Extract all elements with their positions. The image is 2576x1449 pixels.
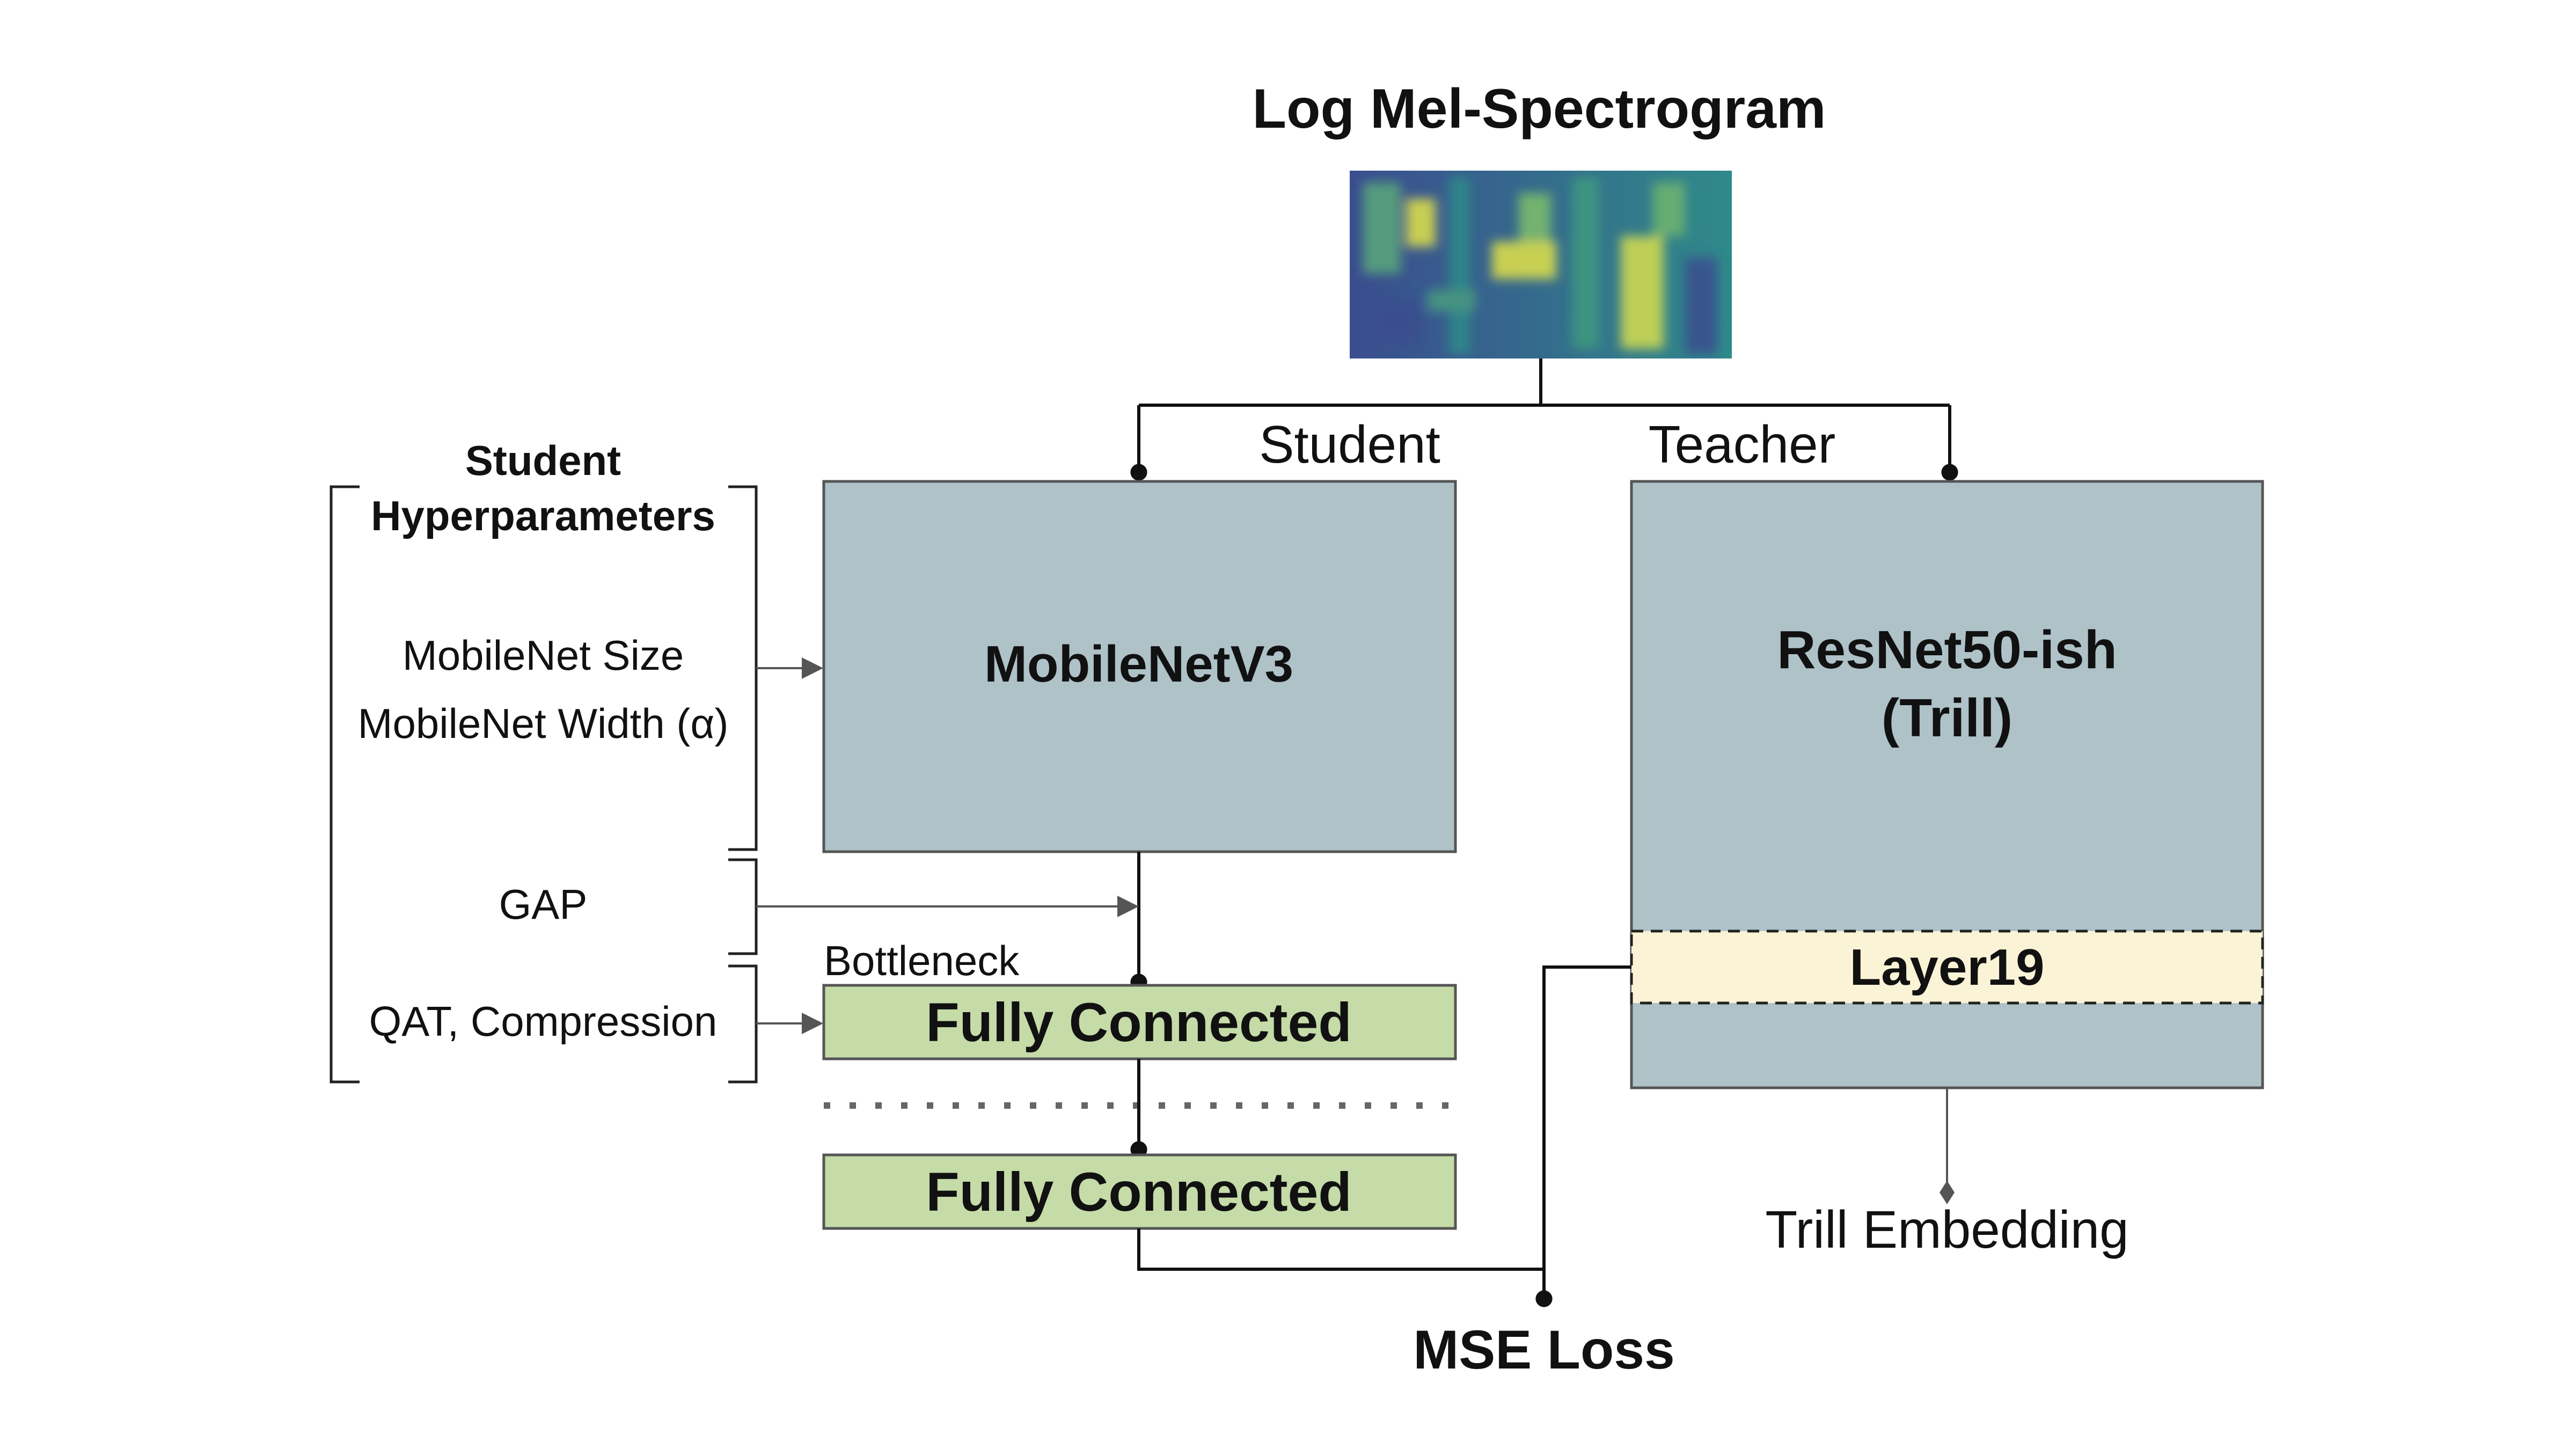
student-label: Student [1259,415,1440,474]
resnet-label-line1: ResNet50-ish [1777,620,2117,680]
hyperparameters-title-line2: Hyperparameters [371,492,715,539]
layer19-label: Layer19 [1850,939,2045,996]
teacher-label: Teacher [1649,415,1836,474]
bracket-gap [728,858,758,955]
gap-label: GAP [499,881,588,928]
bracket-qat [728,964,758,1084]
fc2-box [822,1153,1457,1230]
spectrogram-title: Log Mel-Spectrogram [1253,78,1826,140]
mobilenet-width-label: MobileNet Width (α) [358,700,729,747]
bracket-size-width [728,485,758,851]
fc2-label: Fully Connected [926,1161,1351,1223]
mobilenetv3-label: MobileNetV3 [984,635,1293,693]
bottleneck-label: Bottleneck [824,937,1020,984]
hyperparameters-title-line1: Student [465,437,621,484]
fc1-box [822,984,1457,1060]
mobilenet-size-label: MobileNet Size [402,632,684,679]
trill-embedding-label: Trill Embedding [1765,1200,2128,1259]
spectrogram-image [1350,171,1732,358]
layer19-box [1630,930,2264,1005]
fc1-label: Fully Connected [926,992,1351,1053]
mse-loss-label: MSE Loss [1413,1319,1674,1380]
resnet-label-line2: (Trill) [1882,688,2012,748]
hyperparameters-bracket-left [330,485,360,1084]
qat-compression-label: QAT, Compression [369,998,718,1045]
